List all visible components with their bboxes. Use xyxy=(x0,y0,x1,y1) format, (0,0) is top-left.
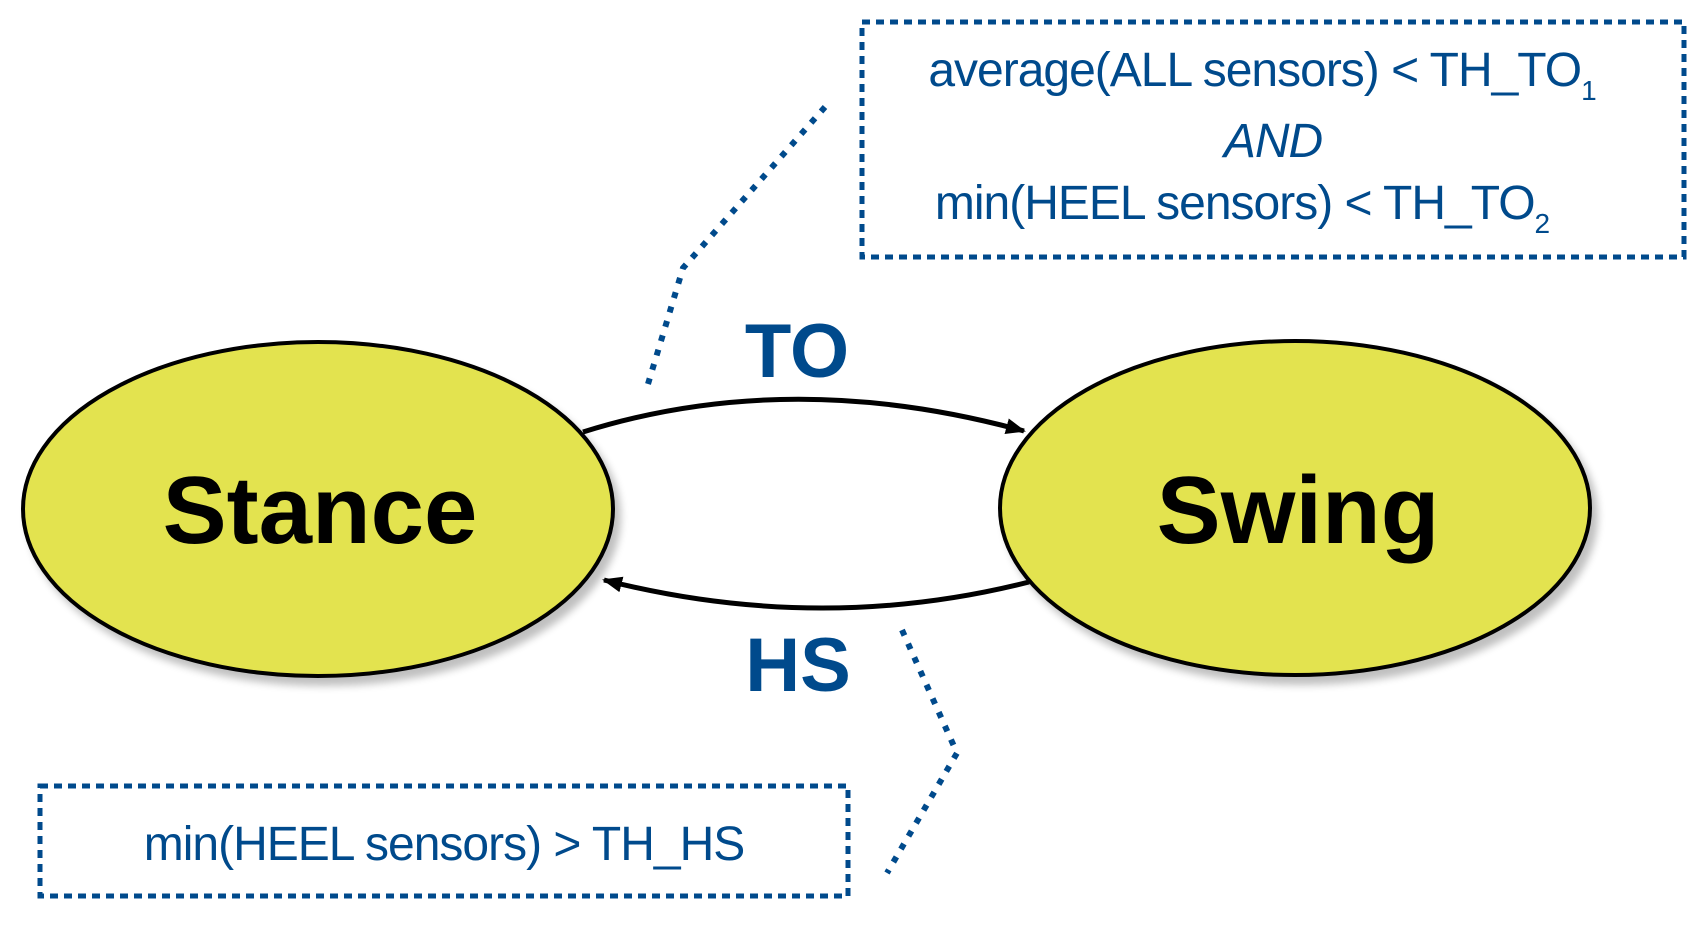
stance-node-label: Stance xyxy=(163,457,478,564)
hs-condition-box: min(HEEL sensors) > TH_HS xyxy=(37,783,851,899)
to-condition-box: average(ALL sensors) < TH_TO1 AND min(HE… xyxy=(859,19,1687,260)
hs-condition-box-border xyxy=(37,783,851,899)
hs-edge-label: HS xyxy=(745,623,851,708)
hs-condition-line1: min(HEEL sensors) > TH_HS xyxy=(144,818,745,871)
to-condition-leader-line xyxy=(645,105,828,385)
hs-transition-arrow xyxy=(602,576,1030,611)
to-condition-line1-subscript: 1 xyxy=(1581,75,1596,106)
to-condition-line3-subscript: 2 xyxy=(1535,208,1550,239)
to-condition-and: AND xyxy=(1221,115,1323,168)
to-condition-line1-main: average(ALL sensors) < TH_TO xyxy=(928,44,1581,97)
to-condition-line3-main: min(HEEL sensors) < TH_TO xyxy=(935,177,1535,230)
to-condition-line1: average(ALL sensors) < TH_TO1 xyxy=(928,44,1596,106)
to-transition-arrow xyxy=(582,396,1026,435)
to-condition-line3: min(HEEL sensors) < TH_TO2 xyxy=(935,177,1550,239)
to-condition-box-border xyxy=(859,19,1687,260)
hs-condition-leader-line xyxy=(884,628,961,875)
to-edge-label: TO xyxy=(745,309,849,394)
stance-state-node: Stance xyxy=(21,340,615,678)
swing-state-node: Swing xyxy=(998,339,1592,677)
swing-node-label: Swing xyxy=(1157,457,1440,564)
stance-node-ellipse xyxy=(21,340,615,678)
swing-node-ellipse xyxy=(998,339,1592,677)
